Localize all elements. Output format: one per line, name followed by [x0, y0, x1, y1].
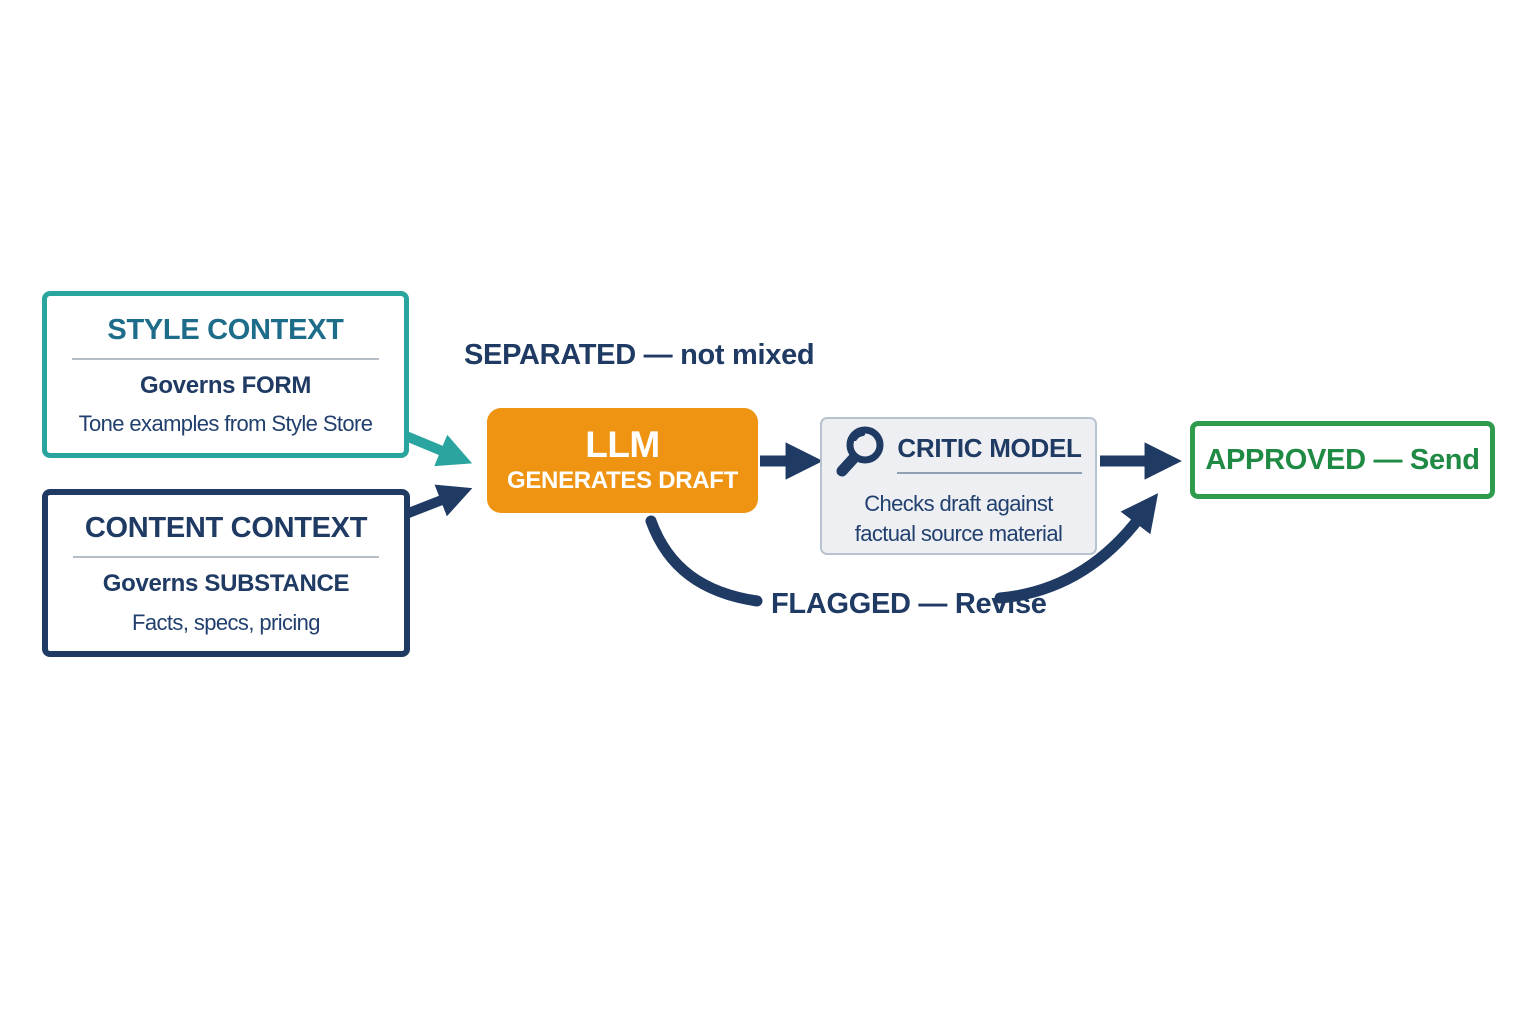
- style-context-title: STYLE CONTEXT: [107, 313, 344, 346]
- critic-body: Checks draft against factual source mate…: [855, 489, 1063, 548]
- content-to-llm-arrow: [404, 484, 473, 519]
- approved-label: APPROVED — Send: [1205, 443, 1480, 476]
- critic-model-title: CRITIC MODEL: [897, 433, 1082, 474]
- magnifier-icon: [836, 426, 884, 477]
- style-context-box: STYLE CONTEXT Governs FORM Tone examples…: [42, 291, 409, 458]
- content-context-divider: [72, 556, 380, 558]
- style-context-subtitle: Governs FORM: [139, 371, 312, 399]
- critic-body-line2: factual source material: [854, 521, 1063, 546]
- content-context-title: CONTENT CONTEXT: [84, 512, 368, 545]
- flagged-curve-left: [645, 515, 763, 607]
- content-context-detail: Facts, specs, pricing: [132, 609, 321, 635]
- content-context-box: CONTENT CONTEXT Governs SUBSTANCE Facts,…: [42, 489, 410, 657]
- separated-label: SEPARATED — not mixed: [464, 339, 815, 371]
- critic-title-row: CRITIC MODEL: [835, 425, 1082, 481]
- critic-model-box: CRITIC MODEL Checks draft against factua…: [820, 417, 1097, 555]
- llm-box: LLM GENERATES DRAFT: [487, 408, 758, 513]
- content-context-subtitle: Governs SUBSTANCE: [102, 570, 350, 597]
- style-context-detail: Tone examples from Style Store: [78, 411, 373, 437]
- llm-subtitle: GENERATES DRAFT: [506, 466, 739, 494]
- llm-title: LLM: [585, 424, 660, 466]
- style-to-llm-arrow: [404, 431, 473, 467]
- style-context-divider: [71, 357, 379, 360]
- critic-body-line1: Checks draft against: [864, 491, 1053, 517]
- approved-box: APPROVED — Send: [1190, 421, 1495, 499]
- flagged-label: FLAGGED — Revise: [771, 588, 1047, 620]
